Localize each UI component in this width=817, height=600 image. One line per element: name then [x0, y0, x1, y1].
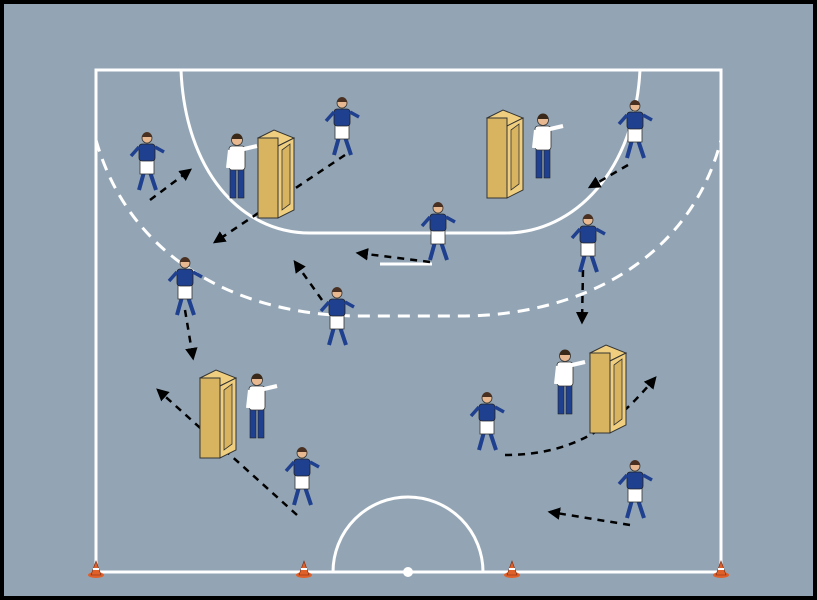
player	[469, 392, 505, 451]
player	[617, 100, 653, 159]
center-dot	[403, 567, 413, 577]
frame-obstacle	[198, 369, 238, 459]
cone	[504, 560, 520, 578]
player	[167, 257, 203, 316]
free-throw-line	[94, 139, 723, 318]
cone	[713, 560, 729, 578]
player	[129, 132, 165, 191]
coach	[246, 373, 278, 439]
frame-obstacle	[485, 109, 525, 199]
player	[319, 287, 355, 346]
movement-arrow	[547, 507, 631, 527]
coach	[226, 133, 258, 199]
player	[617, 460, 653, 519]
movement-arrow	[149, 168, 192, 201]
goal-area-line	[179, 69, 642, 235]
movement-arrow	[183, 309, 198, 361]
player	[284, 447, 320, 506]
player	[420, 202, 456, 261]
center-circle	[331, 495, 485, 573]
cone	[88, 560, 104, 578]
coach	[532, 113, 564, 179]
frame-obstacle	[256, 129, 296, 219]
cone	[296, 560, 312, 578]
player	[570, 214, 606, 273]
frame-obstacle	[588, 344, 628, 434]
movement-arrow	[575, 269, 589, 325]
coach	[554, 349, 586, 415]
player	[324, 97, 360, 156]
